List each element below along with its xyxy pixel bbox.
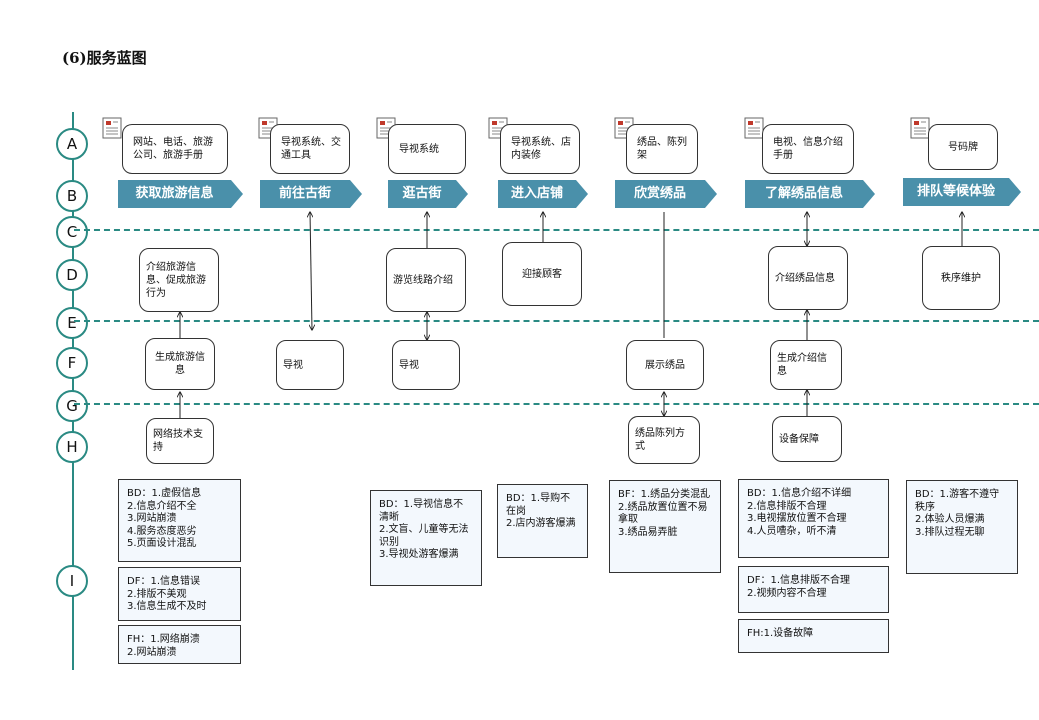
row-label-d: D bbox=[56, 259, 88, 291]
customer-action-arrow: 排队等候体验 bbox=[903, 178, 1021, 206]
failure-note: FH:1.设备故障 bbox=[738, 619, 889, 653]
row-label-c: C bbox=[56, 216, 88, 248]
line-of-interaction bbox=[74, 229, 1039, 231]
backstage-box: 展示绣品 bbox=[626, 340, 704, 390]
touchpoint-box: 电视、信息介绍手册 bbox=[762, 124, 854, 174]
row-label-i: I bbox=[56, 565, 88, 597]
frontstage-box: 介绍绣品信息 bbox=[768, 246, 848, 310]
backstage-box: 生成旅游信息 bbox=[145, 338, 215, 390]
frontstage-box: 迎接顾客 bbox=[502, 242, 582, 306]
frontstage-box: 介绍旅游信息、促成旅游行为 bbox=[139, 248, 219, 312]
touchpoint-box: 绣品、陈列架 bbox=[626, 124, 698, 174]
support-box: 绣品陈列方式 bbox=[628, 416, 700, 464]
customer-action-arrow: 逛古街 bbox=[388, 180, 468, 208]
customer-action-arrow: 欣赏绣品 bbox=[615, 180, 717, 208]
row-label-h: H bbox=[56, 431, 88, 463]
touchpoint-box: 网站、电话、旅游公司、旅游手册 bbox=[122, 124, 228, 174]
line-of-internal-interaction bbox=[74, 403, 1039, 405]
failure-note: DF：1.信息错误 2.排版不美观 3.信息生成不及时 bbox=[118, 567, 241, 621]
failure-note: BD：1.信息介绍不详细 2.信息排版不合理 3.电视摆放位置不合理 4.人员嘈… bbox=[738, 479, 889, 558]
page-title: (6)服务蓝图 bbox=[62, 49, 147, 67]
backstage-box: 导视 bbox=[276, 340, 344, 390]
failure-note: BF：1.绣品分类混乱 2.绣品放置位置不易拿取 3.绣品易弄脏 bbox=[609, 480, 721, 573]
support-box: 网络技术支持 bbox=[146, 418, 214, 464]
document-icon bbox=[102, 117, 122, 139]
failure-note: FH：1.网络崩溃 2.网站崩溃 bbox=[118, 625, 241, 664]
customer-action-arrow: 了解绣品信息 bbox=[745, 180, 875, 208]
document-icon bbox=[910, 117, 930, 139]
row-label-f: F bbox=[56, 347, 88, 379]
touchpoint-box: 导视系统、交通工具 bbox=[270, 124, 350, 174]
failure-note: BD：1.虚假信息 2.信息介绍不全 3.网站崩溃 4.服务态度恶劣 5.页面设… bbox=[118, 479, 241, 562]
touchpoint-box: 导视系统、店内装修 bbox=[500, 124, 580, 174]
row-label-b: B bbox=[56, 180, 88, 212]
frontstage-box: 秩序维护 bbox=[922, 246, 1000, 310]
failure-note: BD：1.游客不遵守秩序 2.体验人员爆满 3.排队过程无聊 bbox=[906, 480, 1018, 574]
failure-note: DF：1.信息排版不合理 2.视频内容不合理 bbox=[738, 566, 889, 613]
customer-action-arrow: 获取旅游信息 bbox=[118, 180, 243, 208]
touchpoint-box: 号码牌 bbox=[928, 124, 998, 170]
support-box: 设备保障 bbox=[772, 416, 842, 462]
failure-note: BD：1.导购不在岗 2.店内游客爆满 bbox=[497, 484, 588, 558]
touchpoint-box: 导视系统 bbox=[388, 124, 466, 174]
document-icon bbox=[744, 117, 764, 139]
line-of-visibility bbox=[74, 320, 1039, 322]
backstage-box: 导视 bbox=[392, 340, 460, 390]
frontstage-box: 游览线路介绍 bbox=[386, 248, 466, 312]
failure-note: BD：1.导视信息不清晰 2.文盲、儿童等无法识别 3.导视处游客爆满 bbox=[370, 490, 482, 586]
row-label-g: G bbox=[56, 390, 88, 422]
row-label-e: E bbox=[56, 307, 88, 339]
row-label-a: A bbox=[56, 128, 88, 160]
customer-action-arrow: 进入店铺 bbox=[498, 180, 588, 208]
customer-action-arrow: 前往古街 bbox=[260, 180, 362, 208]
backstage-box: 生成介绍信息 bbox=[770, 340, 842, 390]
